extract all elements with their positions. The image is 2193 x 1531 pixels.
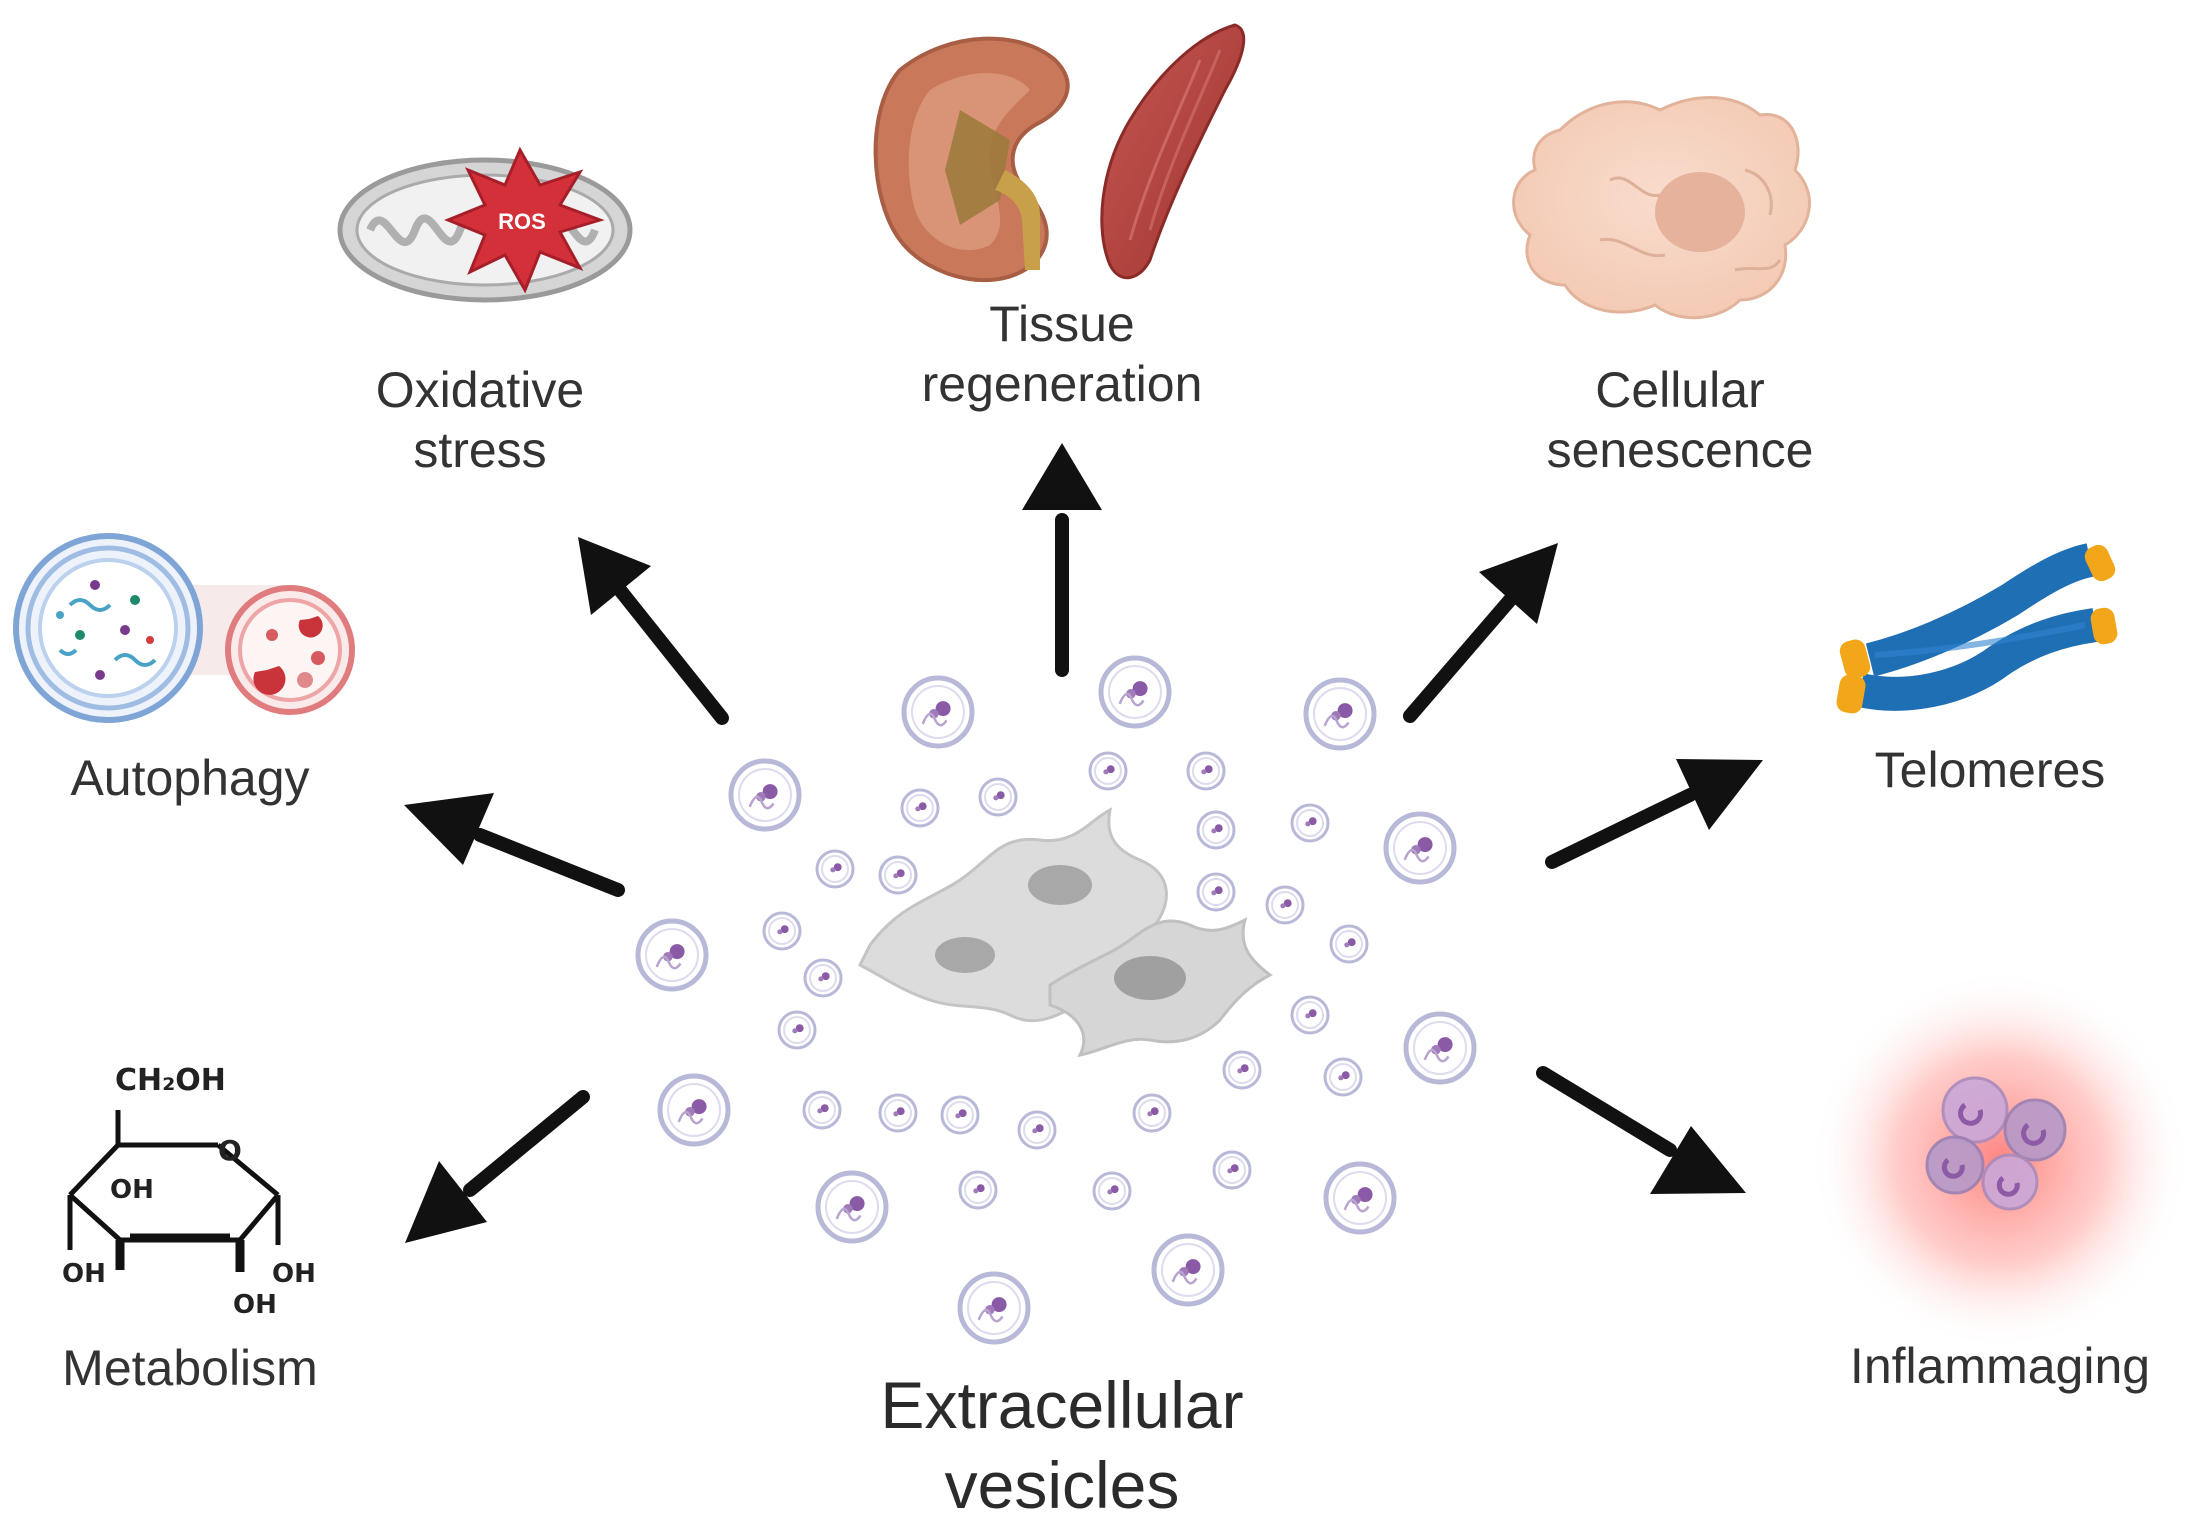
arrow-to-metabolism bbox=[405, 1090, 590, 1243]
vesicle-icon bbox=[1329, 924, 1369, 964]
oxidative-stress-label: Oxidative stress bbox=[340, 360, 620, 480]
ros-badge-label: ROS bbox=[498, 209, 546, 234]
vesicle-icon bbox=[1151, 1233, 1225, 1307]
vesicle-icon bbox=[1017, 1110, 1057, 1150]
glucose-oh-label-3: OH bbox=[233, 1290, 277, 1320]
extracellular-vesicles-group bbox=[635, 655, 1477, 1345]
vesicle-icon bbox=[1290, 995, 1330, 1035]
autophagy-line1: Autophagy bbox=[70, 750, 310, 806]
oxidative-stress-line1: Oxidative bbox=[375, 362, 585, 418]
tissue-regeneration-line2: regeneration bbox=[921, 356, 1203, 412]
vesicle-icon bbox=[1265, 885, 1305, 925]
vesicle-icon bbox=[802, 1090, 842, 1130]
glucose-oh-label-2: OH bbox=[62, 1259, 106, 1289]
vesicle-icon bbox=[957, 1271, 1031, 1345]
tissue-regeneration-label: Tissue regeneration bbox=[912, 294, 1212, 414]
vesicle-icon bbox=[1132, 1093, 1172, 1133]
vesicle-icon bbox=[901, 675, 975, 749]
vesicle-icon bbox=[762, 911, 802, 951]
vesicle-icon bbox=[1222, 1050, 1262, 1090]
arrow-to-inflammaging bbox=[1536, 1066, 1746, 1194]
vesicle-icon bbox=[1088, 751, 1128, 791]
vesicle-icon bbox=[1403, 1011, 1477, 1085]
glucose-ch2oh-label: CH₂OH bbox=[115, 1063, 226, 1098]
inflamed-immune-cells-icon bbox=[1810, 970, 2190, 1350]
tissue-regeneration-line1: Tissue bbox=[989, 296, 1135, 352]
vesicle-icon bbox=[1290, 803, 1330, 843]
glucose-structure-icon bbox=[67, 1110, 281, 1272]
center-title-line2: vesicles bbox=[944, 1448, 1180, 1522]
vesicle-icon bbox=[803, 958, 843, 998]
vesicle-icon bbox=[1092, 1171, 1132, 1211]
vesicle-icon bbox=[1323, 1057, 1363, 1097]
vesicle-icon bbox=[940, 1095, 980, 1135]
muscle-icon bbox=[1100, 23, 1246, 280]
autophagy-label: Autophagy bbox=[40, 748, 340, 808]
cellular-senescence-label: Cellular senescence bbox=[1530, 360, 1830, 480]
vesicle-icon bbox=[1098, 655, 1172, 729]
autophagy-icon bbox=[13, 533, 355, 723]
metabolism-line1: Metabolism bbox=[62, 1340, 318, 1396]
inflammaging-label: Inflammaging bbox=[1840, 1336, 2160, 1396]
arrow-to-oxidative-stress bbox=[578, 537, 729, 725]
vesicle-icon bbox=[1196, 872, 1236, 912]
arrow-to-telomeres bbox=[1545, 759, 1763, 869]
vesicle-icon bbox=[1383, 811, 1457, 885]
glucose-oh-label-4: OH bbox=[272, 1259, 316, 1289]
arrows-group bbox=[404, 443, 1763, 1243]
vesicle-icon bbox=[1196, 810, 1236, 850]
senescent-cell-icon bbox=[1512, 96, 1811, 320]
kidney-icon bbox=[873, 36, 1070, 283]
vesicle-icon bbox=[958, 1170, 998, 1210]
vesicle-icon bbox=[978, 777, 1018, 817]
arrow-to-cellular-senescence bbox=[1403, 543, 1558, 723]
vesicle-icon bbox=[878, 1093, 918, 1133]
vesicle-icon bbox=[878, 855, 918, 895]
vesicle-icon bbox=[777, 1010, 817, 1050]
source-cells-icon bbox=[857, 807, 1273, 1058]
center-title-line1: Extracellular bbox=[880, 1368, 1244, 1442]
vesicle-icon bbox=[657, 1073, 731, 1147]
vesicle-icon bbox=[815, 849, 855, 889]
telomeres-line1: Telomeres bbox=[1874, 742, 2106, 798]
glucose-oh-label-1: OH bbox=[110, 1175, 154, 1205]
cellular-senescence-line2: senescence bbox=[1546, 422, 1814, 478]
metabolism-label: Metabolism bbox=[40, 1338, 340, 1398]
cellular-senescence-line1: Cellular bbox=[1595, 362, 1765, 418]
mitochondrion-ros-icon bbox=[337, 146, 633, 303]
center-title: Extracellular vesicles bbox=[812, 1365, 1312, 1525]
telomeres-label: Telomeres bbox=[1840, 740, 2140, 800]
vesicle-icon bbox=[635, 918, 709, 992]
glucose-ring-oxygen-label: O bbox=[218, 1134, 242, 1167]
vesicle-icon bbox=[815, 1170, 889, 1244]
vesicle-icon bbox=[900, 788, 940, 828]
vesicle-icon bbox=[1323, 1161, 1397, 1235]
vesicle-icon bbox=[1186, 751, 1226, 791]
arrow-to-autophagy bbox=[404, 793, 625, 897]
vesicle-icon bbox=[1212, 1150, 1252, 1190]
inflammaging-line1: Inflammaging bbox=[1849, 1338, 2151, 1394]
vesicle-icon bbox=[728, 758, 802, 832]
vesicle-icon bbox=[1303, 677, 1377, 751]
chromosome-telomeres-icon bbox=[1836, 543, 2118, 714]
oxidative-stress-line2: stress bbox=[413, 422, 547, 478]
arrow-to-tissue-regeneration bbox=[1022, 443, 1102, 677]
